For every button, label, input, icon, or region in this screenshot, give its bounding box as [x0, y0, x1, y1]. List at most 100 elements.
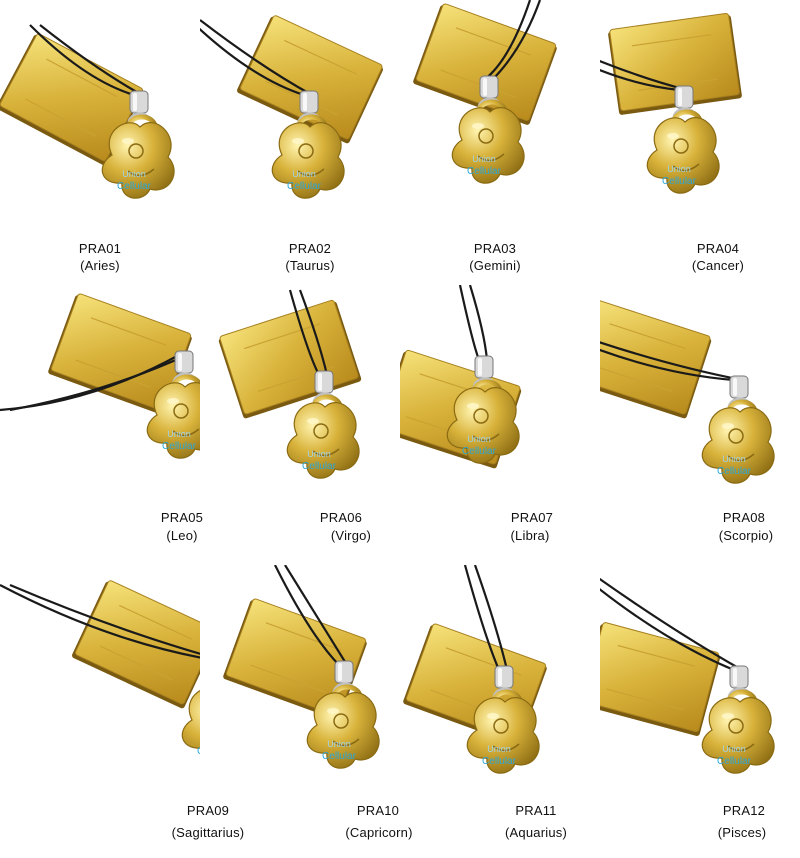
product-sign: (Sagittarius)	[171, 825, 245, 840]
watermark-line1: Union	[467, 434, 491, 444]
gold-plate	[608, 12, 742, 115]
product-sign: (Aquarius)	[505, 825, 567, 840]
zodiac-charm	[146, 382, 200, 459]
product-code: PRA04	[696, 241, 740, 256]
cord	[600, 577, 743, 671]
watermark-line2: Cellular	[162, 441, 197, 452]
product-sign: (Taurus)	[285, 258, 335, 273]
cord	[274, 565, 340, 666]
cord-crimp	[474, 355, 494, 379]
product-sign: (Capricorn)	[345, 825, 413, 840]
cord-crimp	[729, 665, 749, 689]
gold-plate	[600, 622, 721, 736]
cord	[600, 69, 680, 92]
cord	[600, 588, 735, 672]
product-sign: (Leo)	[166, 528, 198, 543]
zodiac-charm	[101, 122, 175, 199]
cord	[600, 59, 688, 92]
zodiac-charm	[271, 122, 345, 199]
product-code: PRA11	[515, 803, 557, 818]
zodiac-charm	[646, 117, 720, 194]
zodiac-charm	[701, 407, 775, 484]
cord	[284, 565, 348, 666]
watermark-line2: Cellular	[287, 181, 322, 192]
watermark-line2: Cellular	[467, 166, 502, 177]
cord	[463, 565, 501, 671]
gold-plate	[48, 293, 192, 415]
watermark-line2: Cellular	[117, 181, 152, 192]
product-sign: (Virgo)	[330, 528, 372, 543]
product-sign: (Aries)	[80, 258, 120, 273]
cord-crimp	[674, 85, 694, 109]
product-code: PRA02	[288, 241, 332, 256]
watermark-line2: Cellular	[717, 756, 752, 767]
watermark-line2: Cellular	[322, 751, 357, 762]
gold-plate	[237, 15, 383, 144]
gold-plate	[0, 33, 144, 166]
gold-plate	[413, 3, 557, 125]
product-code: PRA07	[510, 510, 554, 525]
product-code: PRA09	[186, 803, 230, 818]
zodiac-charm	[181, 690, 200, 749]
cord-crimp	[129, 90, 149, 114]
watermark-line1: Union	[327, 739, 351, 749]
zodiac-charm	[451, 107, 525, 184]
cord	[288, 289, 320, 376]
cord	[458, 285, 481, 361]
product-code: PRA05	[160, 510, 204, 525]
product-code: PRA10	[356, 803, 400, 818]
product-code: PRA03	[473, 241, 517, 256]
watermark-line2: Cellular	[482, 756, 517, 767]
watermark-line1: Union	[292, 169, 316, 179]
watermark-line1: Union	[667, 164, 691, 174]
gold-plate	[600, 299, 712, 419]
watermark-line1: Union	[722, 454, 746, 464]
cord	[29, 24, 135, 97]
watermark-line1: Union	[307, 449, 331, 459]
product-code: PRA12	[722, 803, 766, 818]
zodiac-charm	[701, 697, 775, 774]
gold-plate	[223, 598, 367, 720]
watermark-line2: Cellular	[197, 746, 200, 757]
product-code: PRA08	[722, 510, 766, 525]
cord	[468, 285, 489, 361]
watermark-line1: Union	[122, 169, 146, 179]
cord	[491, 0, 542, 81]
cord	[0, 584, 200, 659]
cord-crimp	[299, 90, 319, 114]
